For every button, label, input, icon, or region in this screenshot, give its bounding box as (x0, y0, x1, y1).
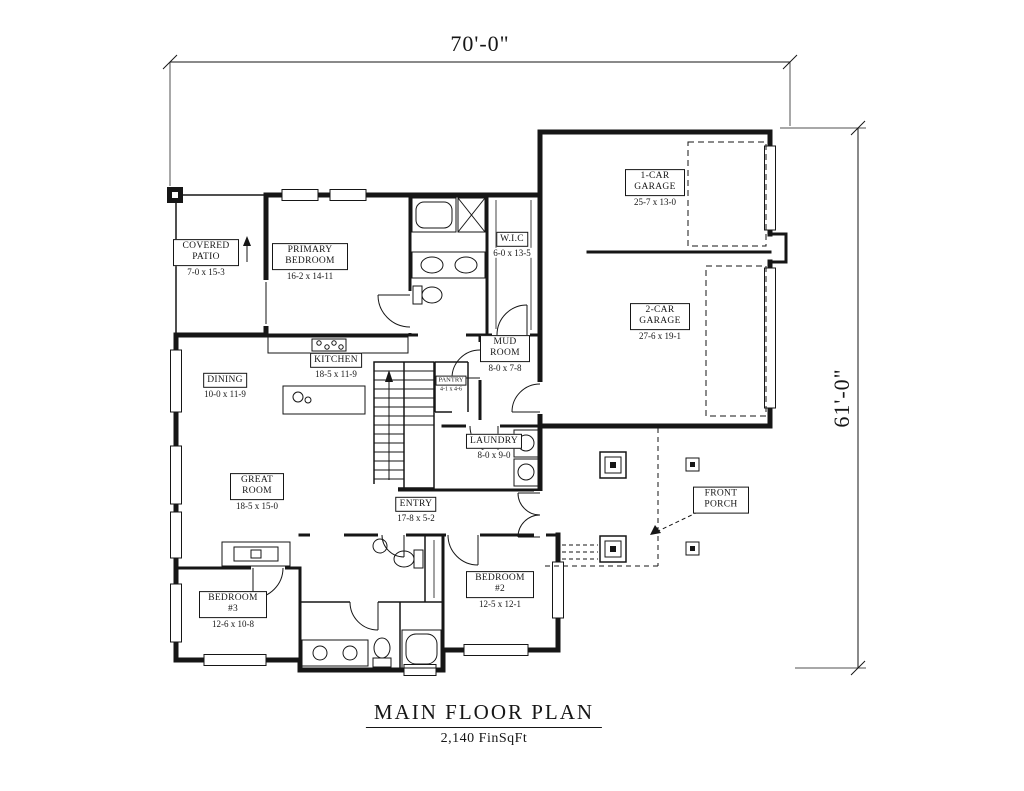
room-dims: 17-8 x 5-2 (395, 513, 437, 524)
dimension-width-label: 70'-0" (446, 31, 514, 57)
room-dims: 10-0 x 11-9 (202, 389, 248, 400)
room-dims: 8-0 x 9-0 (475, 450, 513, 461)
room-label-pantry: PANTRY 4-1 x 4-6 (435, 375, 467, 393)
room-dims: 12-5 x 12-1 (477, 598, 523, 609)
room-dims: 7-0 x 15-3 (185, 266, 227, 277)
room-label-covered-patio: COVERED PATIO 7-0 x 15-3 (173, 239, 239, 277)
room-dims: 18-5 x 11-9 (313, 369, 359, 380)
room-label-primary-bedroom: PRIMARY BEDROOM 16-2 x 14-11 (272, 243, 348, 281)
room-name: GREAT ROOM (230, 473, 284, 500)
patio-arrow (243, 236, 251, 262)
hall-bath-fixtures (301, 629, 442, 669)
dimension-lines (162, 54, 866, 676)
plan-title: MAIN FLOOR PLAN (365, 700, 603, 728)
room-name: 1-CAR GARAGE (625, 169, 685, 196)
room-label-kitchen: KITCHEN 18-5 x 11-9 (310, 352, 362, 380)
room-label-dining: DINING 10-0 x 11-9 (202, 372, 248, 400)
room-name: DINING (203, 372, 247, 389)
room-label-front-porch: FRONT PORCH (693, 486, 749, 514)
stairs (374, 370, 434, 480)
room-name: BEDROOM #3 (199, 591, 267, 618)
room-name: BEDROOM #2 (466, 571, 534, 598)
room-name: LAUNDRY (465, 433, 523, 450)
room-label-mud-room: MUD ROOM 8-0 x 7-8 (480, 335, 530, 373)
room-name: COVERED PATIO (173, 239, 239, 266)
windows (170, 145, 776, 676)
room-dims: 8-0 x 7-8 (486, 362, 524, 373)
room-dims: 16-2 x 14-11 (284, 270, 336, 281)
room-name: 2-CAR GARAGE (630, 303, 690, 330)
room-dims: 25-7 x 13-0 (632, 196, 678, 207)
room-name: W.I.C (496, 231, 528, 248)
room-dims: 18-5 x 15-0 (234, 500, 280, 511)
room-label-1-car-garage: 1-CAR GARAGE 25-7 x 13-0 (625, 169, 685, 207)
room-name: PANTRY (435, 375, 467, 386)
room-dims: 4-1 x 4-6 (438, 386, 464, 393)
room-name: MUD ROOM (480, 335, 530, 362)
doors (252, 294, 541, 631)
dimension-height-label: 61'-0" (829, 364, 855, 432)
front-porch-outline (545, 428, 699, 567)
garage-door-tracks (687, 141, 767, 417)
room-label-laundry: LAUNDRY 8-0 x 9-0 (465, 433, 523, 461)
porch-columns (599, 451, 700, 563)
powder-fixtures (372, 538, 424, 569)
primary-bath-fixtures (411, 197, 486, 305)
room-label-great-room: GREAT ROOM 18-5 x 15-0 (230, 473, 284, 511)
fireplace (221, 541, 291, 567)
plan-subtitle: 2,140 FinSqFt (440, 731, 528, 746)
room-label-bedroom-2: BEDROOM #2 12-5 x 12-1 (466, 571, 534, 609)
room-name: PRIMARY BEDROOM (272, 243, 348, 270)
room-name: ENTRY (395, 496, 437, 513)
room-label-2-car-garage: 2-CAR GARAGE 27-6 x 19-1 (630, 303, 690, 341)
room-dims: 6-0 x 13-5 (491, 248, 533, 259)
room-label-wic: W.I.C 6-0 x 13-5 (491, 231, 533, 259)
title-block: MAIN FLOOR PLAN 2,140 FinSqFt (365, 700, 603, 747)
room-name: FRONT PORCH (693, 486, 749, 514)
room-label-bedroom-3: BEDROOM #3 12-6 x 10-8 (199, 591, 267, 629)
room-label-entry: ENTRY 17-8 x 5-2 (395, 496, 437, 524)
room-dims: 12-6 x 10-8 (210, 618, 256, 629)
room-name: KITCHEN (310, 352, 362, 369)
patio-post (167, 187, 183, 203)
room-dims: 27-6 x 19-1 (637, 330, 683, 341)
